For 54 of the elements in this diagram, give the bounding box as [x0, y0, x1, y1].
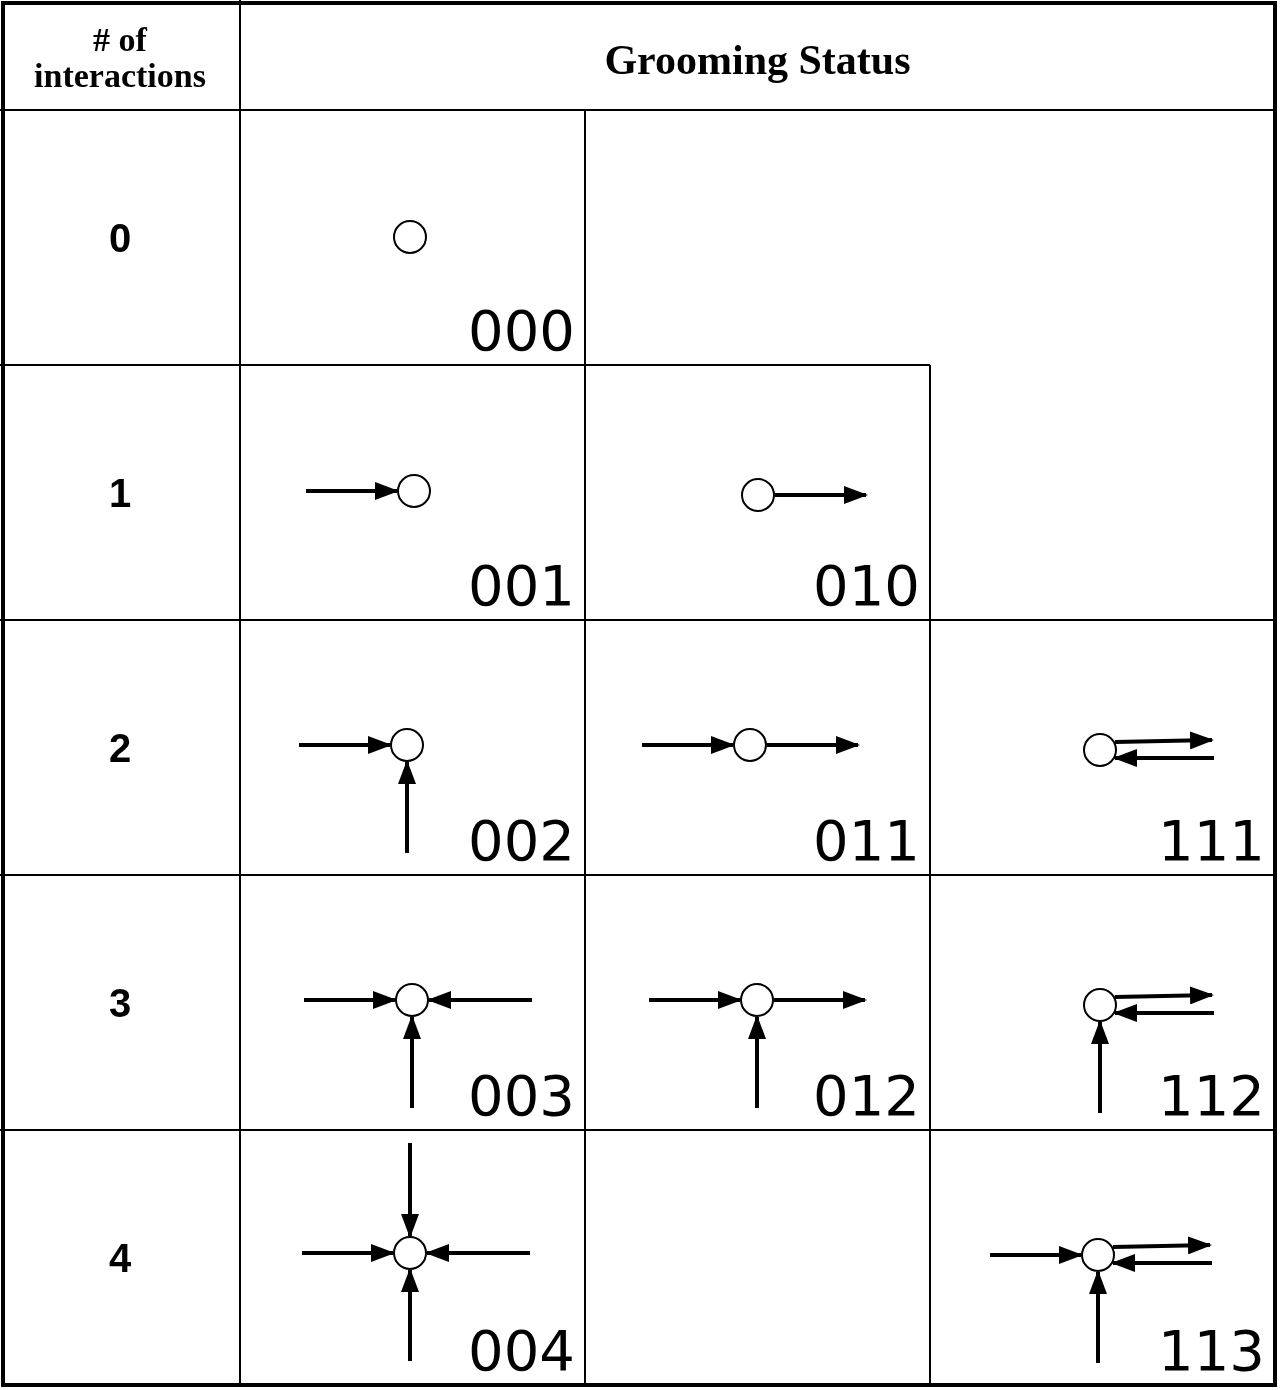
- arrow: [775, 486, 868, 504]
- arrow: [1114, 986, 1214, 1005]
- circle-node: [397, 474, 431, 508]
- circle-node: [1083, 988, 1117, 1022]
- arrow: [398, 760, 416, 853]
- circle-node: [740, 983, 774, 1017]
- column-header: # of interactions: [33, 20, 207, 96]
- circle-node: [393, 1236, 427, 1270]
- arrow: [642, 736, 735, 754]
- circle-node: [733, 728, 767, 762]
- arrow: [401, 1268, 419, 1361]
- arrow: [1113, 749, 1214, 767]
- arrow: [990, 1246, 1083, 1264]
- arrow: [1089, 1270, 1107, 1363]
- arrow: [1111, 1254, 1212, 1272]
- circle-node: [390, 728, 424, 762]
- row-number: 2: [107, 727, 133, 768]
- status-code: 000: [468, 303, 575, 359]
- status-code: 010: [813, 558, 920, 614]
- status-code: 112: [1158, 1068, 1265, 1124]
- status-code: 004: [468, 1323, 575, 1379]
- arrow: [1112, 1236, 1212, 1255]
- status-code: 012: [813, 1068, 920, 1124]
- arrow: [774, 991, 867, 1009]
- arrow: [649, 991, 742, 1009]
- arrow: [1091, 1020, 1109, 1113]
- status-code: 001: [468, 558, 575, 614]
- row-number: 4: [107, 1237, 133, 1278]
- arrow: [748, 1015, 766, 1108]
- arrow: [401, 1143, 419, 1238]
- arrow: [767, 736, 860, 754]
- status-code: 003: [468, 1068, 575, 1124]
- arrow: [306, 482, 399, 500]
- column-header: Grooming Status: [603, 35, 912, 85]
- circle-node: [741, 478, 775, 512]
- row-number: 0: [107, 217, 133, 258]
- circle-node: [395, 983, 429, 1017]
- status-code: 011: [813, 813, 920, 869]
- arrow: [299, 736, 392, 754]
- status-code: 111: [1158, 813, 1265, 869]
- arrow: [1113, 1004, 1214, 1022]
- status-code: 002: [468, 813, 575, 869]
- arrow: [403, 1015, 421, 1108]
- status-code: 113: [1158, 1323, 1265, 1379]
- row-number: 1: [107, 472, 133, 513]
- arrow: [304, 991, 397, 1009]
- circle-node: [1081, 1238, 1115, 1272]
- arrow: [425, 1244, 530, 1262]
- arrow: [1114, 731, 1214, 750]
- arrow: [302, 1244, 395, 1262]
- circle-node: [393, 220, 427, 254]
- circle-node: [1083, 733, 1117, 767]
- row-number: 3: [107, 982, 133, 1023]
- arrow: [427, 991, 532, 1009]
